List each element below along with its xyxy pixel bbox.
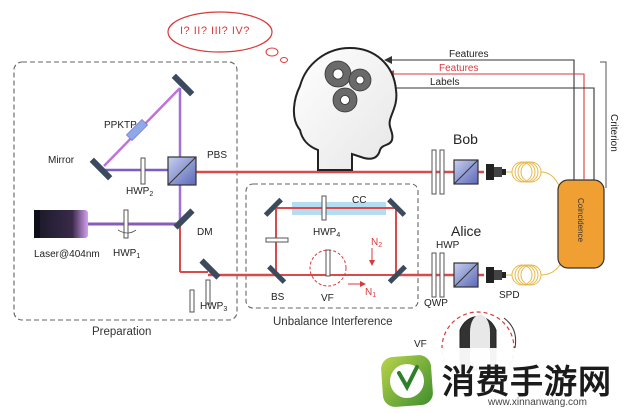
vf-circle — [309, 249, 347, 287]
ppktp-crystal — [125, 118, 149, 142]
bob-qwp — [439, 149, 445, 195]
features-line-top — [392, 59, 575, 180]
gear-icon — [324, 60, 372, 113]
bs-label: BS — [271, 292, 285, 303]
alice-pbs — [453, 262, 479, 288]
alice-spd — [486, 267, 506, 283]
qwp-label: QWP — [424, 298, 448, 309]
vf-label: VF — [321, 293, 334, 304]
unbalance-box — [245, 183, 419, 309]
bob-fiber-coil — [506, 161, 567, 211]
pbs-cube — [167, 156, 197, 186]
ui-plate-left — [265, 237, 289, 243]
hwp2-label: HWP2 — [126, 186, 154, 199]
unbalance-title: Unbalance Interference — [273, 316, 393, 328]
ui-mirror-tr — [387, 197, 407, 217]
features-label-red: Features — [439, 63, 479, 74]
bob-spd — [486, 164, 506, 180]
laser-body — [36, 210, 88, 238]
preparation-box — [13, 61, 238, 321]
n1-label: N1 — [365, 287, 377, 300]
mirror-label: Mirror — [48, 155, 75, 166]
labels-line — [396, 87, 595, 180]
hwp3-label: HWP3 — [200, 301, 228, 314]
vf-plate — [325, 249, 331, 277]
vf-partial-label: VF — [414, 339, 427, 350]
coincidence-box — [557, 179, 605, 269]
bob-pbs — [453, 159, 479, 185]
hwp1-label: HWP1 — [113, 248, 141, 261]
hwp-alice-label: HWP — [436, 240, 460, 251]
watermark-title: 消费手游网 — [442, 362, 612, 401]
watermark-logo — [381, 355, 433, 407]
bob-label: Bob — [453, 131, 478, 147]
bob-hwp — [431, 149, 437, 195]
hwp4-plate — [321, 195, 327, 221]
features-line-red — [394, 73, 585, 180]
hwp4-label: HWP4 — [313, 227, 341, 240]
pbs-label: PBS — [207, 150, 228, 161]
n2-label: N2 — [371, 237, 383, 250]
alice-fiber-coil — [506, 249, 567, 286]
ui-mirror-br — [387, 264, 407, 284]
watermark-url: www.xinnanwang.com — [488, 397, 587, 408]
alice-qwp — [439, 252, 445, 298]
hwp3-plate — [205, 279, 211, 305]
dm-label: DM — [197, 227, 213, 238]
hwp1-plate — [123, 209, 129, 239]
alice-hwp — [431, 252, 437, 298]
cc-label: CC — [352, 195, 367, 206]
criterion-line — [600, 61, 607, 188]
hwp2-plate — [140, 157, 146, 185]
coincidence-label: Coincidence — [576, 198, 585, 243]
alice-label: Alice — [451, 223, 482, 239]
thought-bubble — [167, 11, 273, 53]
labels-label: Labels — [430, 77, 460, 88]
spd-label: SPD — [499, 290, 520, 301]
thought-text: I? II? III? IV? — [180, 25, 250, 37]
laser-label: Laser@404nm — [34, 249, 100, 260]
criterion-label: Criterion — [608, 114, 619, 152]
ui-mirror-tl — [263, 197, 283, 217]
hwp3-mirror — [199, 258, 221, 280]
ppktp-label: PPKTP — [104, 120, 137, 131]
dm-mirror — [173, 208, 195, 230]
top-mirror — [171, 73, 195, 97]
features-label-top: Features — [449, 49, 489, 60]
preparation-title: Preparation — [92, 326, 152, 338]
ui-bs — [267, 264, 287, 284]
left-mirror — [89, 157, 113, 181]
